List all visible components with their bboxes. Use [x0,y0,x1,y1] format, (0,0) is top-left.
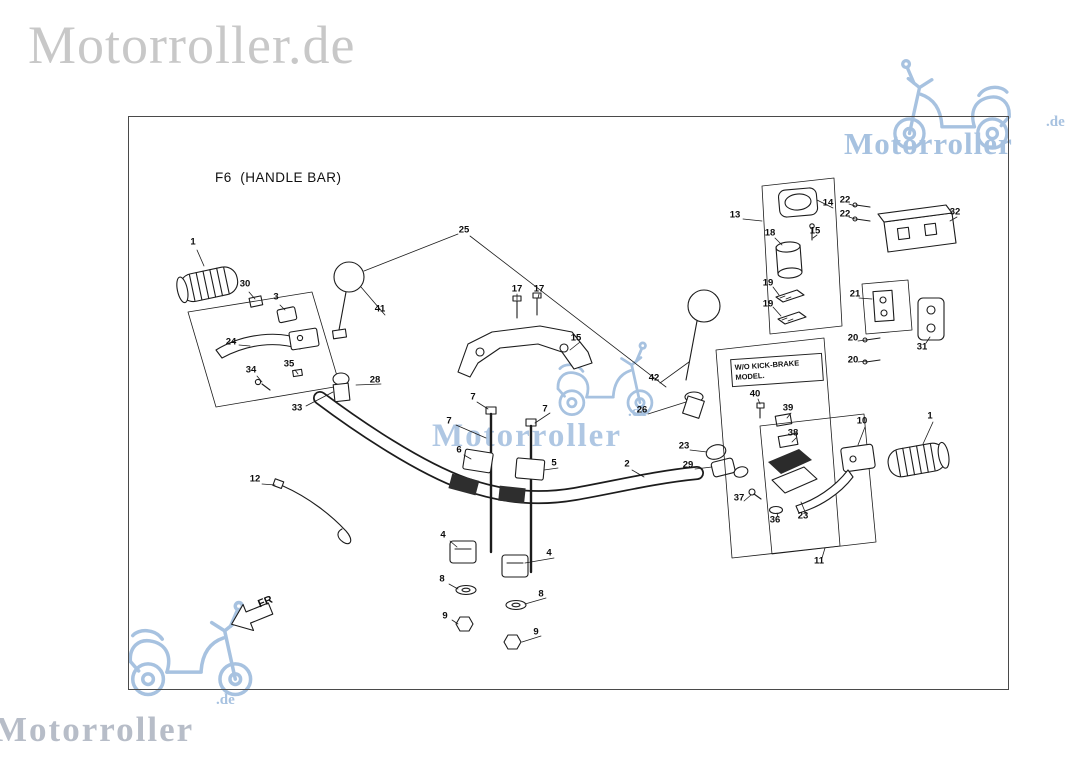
left-grip [176,266,239,304]
part-label: 1 [190,236,196,248]
washers-8 [455,584,527,611]
speedometer-group [761,177,843,335]
nuts-9 [455,616,522,650]
watermark-name-top-right: Motorroller [844,126,1013,161]
part-label: 31 [916,341,928,353]
part-label: 39 [782,402,794,414]
fr-arrow [231,602,274,632]
part-label: 21 [849,288,861,300]
part-label: 34 [245,364,257,376]
part-label: 15 [570,332,582,344]
diagram-frame [128,116,1009,690]
part-label: 13 [729,209,741,221]
part-label: 14 [822,197,834,209]
part-label: 7 [542,403,548,415]
lower-clamps [449,540,529,578]
handlebar-holder-bracket [457,325,593,378]
watermark-tld-center: .de [628,404,647,420]
watermark-tld-top-right: .de [1046,114,1065,130]
part-label: 8 [538,588,544,600]
part-label: 4 [440,529,446,541]
part-label: 19 [762,277,774,289]
part-label: 30 [239,278,251,290]
part-label: 9 [442,610,448,622]
part-label: 18 [764,227,776,239]
part-label: 38 [787,427,799,439]
left-lever-group-box [187,291,341,408]
part-label: 17 [533,283,545,295]
bracket-31 [917,297,945,341]
part-label: 5 [551,457,557,469]
right-switch-parts [705,444,749,478]
part-label: 23 [797,510,809,522]
upper-clamps [462,448,546,481]
diagram-title: F6 (HANDLE BAR) [215,170,342,185]
part-label: 22 [839,208,851,220]
left-mirror [331,261,365,403]
part-label: 37 [733,492,745,504]
bracket-screws-22 [852,202,871,222]
part-label: 8 [439,573,445,585]
part-label: 33 [291,402,303,414]
part-label: 20 [847,332,859,344]
part-label: 17 [511,283,523,295]
watermark-tld-bottom-left: .de [216,692,235,708]
part-label: 3 [273,291,279,303]
part-label: 42 [648,372,660,384]
part-label: 36 [769,514,781,526]
part-label: 10 [856,415,868,427]
right-brake-lever [795,443,876,514]
part-label: 20 [847,354,859,366]
right-grip [887,441,950,478]
kickbrake-parts [748,402,818,515]
part-label: 22 [839,194,851,206]
part-label: 29 [682,459,694,471]
part-label: 15 [809,225,821,237]
right-mirror [682,289,721,419]
part-label: 25 [458,224,470,236]
part-label: 26 [636,404,648,416]
watermark-brand-text: Motorroller.de [28,15,356,75]
part-label: 11 [813,555,825,567]
part-label: 28 [369,374,381,386]
switch-housing-left [276,306,298,324]
part-label: 35 [283,358,295,370]
lever-group-box [759,413,877,555]
part-label: 24 [225,336,237,348]
part-label: 23 [678,440,690,452]
part-label: 41 [374,303,386,315]
part-label: 9 [533,626,539,638]
screws-20 [862,337,881,365]
mount-bracket-32 [877,204,957,253]
leader-lines [196,199,958,643]
left-brake-lever [215,327,320,391]
watermark-name-bottom-left: Motorroller [0,710,195,749]
part-label: 4 [546,547,552,559]
part-label: 12 [249,473,261,485]
part-label: 6 [456,444,462,456]
part-label: 2 [624,458,630,470]
part-label: 1 [927,410,933,422]
part-label: 40 [749,388,761,400]
part-label: 7 [446,415,452,427]
part-label: 19 [762,298,774,310]
plate-21 [861,279,913,335]
part-label: 7 [470,391,476,403]
throttle-cable [272,478,352,545]
handlebar-tube [313,391,704,505]
part-label: 32 [949,206,961,218]
